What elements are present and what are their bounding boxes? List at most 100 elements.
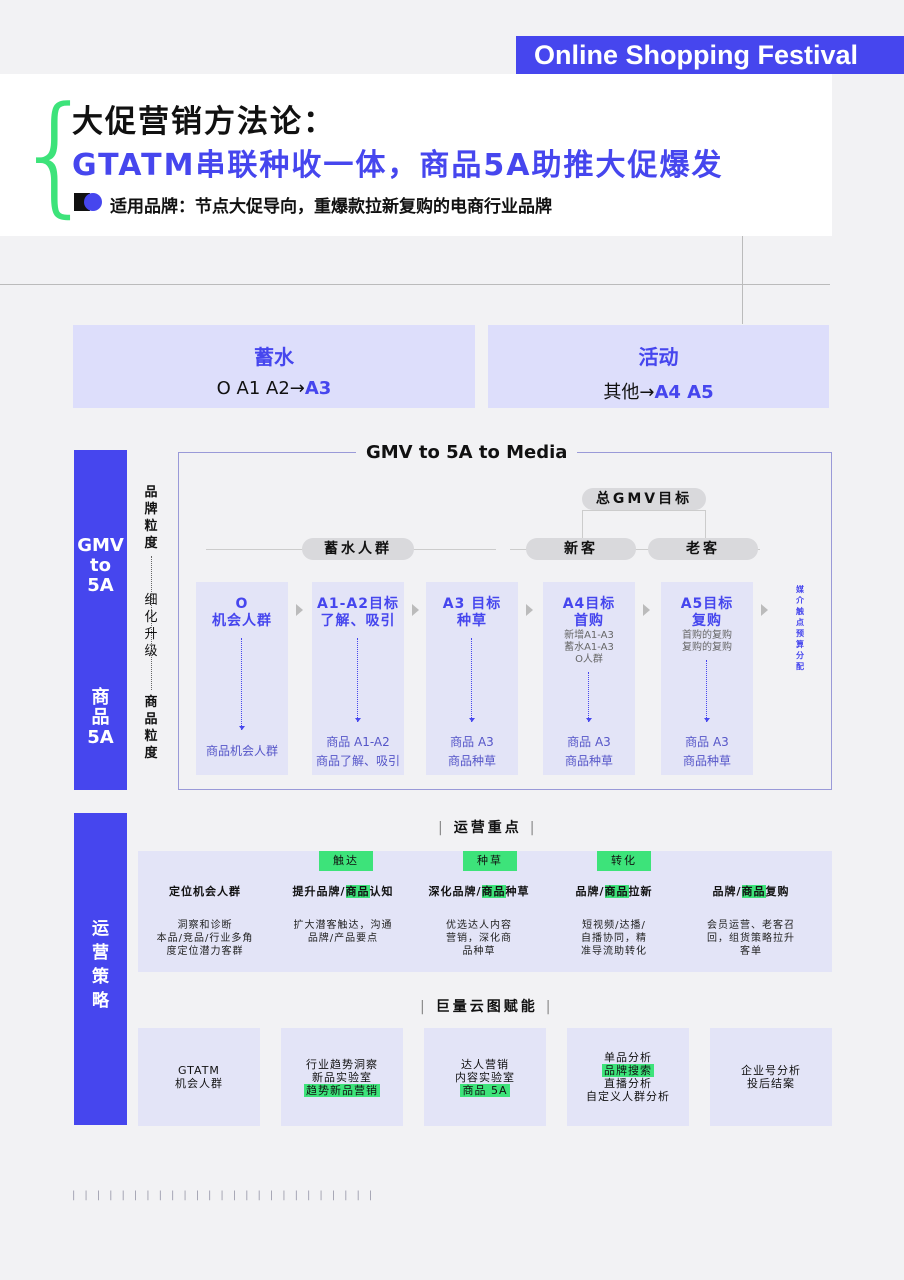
heading-text: 定位机会人群 — [169, 885, 241, 898]
stage-title: A1-A2目标 — [317, 596, 399, 612]
ops-desc: 优选达人内容营销，深化商品种草 — [410, 919, 548, 958]
page-title: 大促营销方法论： — [72, 104, 336, 140]
stage-product: 商品 A3 商品种草 — [426, 733, 518, 771]
product-line: 商品种草 — [564, 754, 613, 768]
heading-highlight: 商品 — [481, 885, 506, 898]
stage-product: 商品机会人群 — [196, 742, 288, 761]
down-arrow-icon — [704, 660, 710, 722]
group-tag: 蓄水人群 — [302, 538, 414, 560]
product-line: 商品机会人群 — [205, 744, 278, 758]
ops-item: 定位机会人群洞察和诊断本品/竞品/行业多角度定位潜力客群 — [136, 883, 274, 958]
total-gmv-tag: 总GMV目标 — [582, 488, 706, 510]
product-line: 商品种草 — [447, 754, 496, 768]
desc-line: 扩大潜客触达，沟通 — [293, 920, 393, 931]
brand-granularity: 品牌粒度 — [144, 485, 158, 551]
tool-line: 行业趋势洞察 — [306, 1057, 378, 1071]
divider — [742, 236, 743, 324]
applicable-brands: 适用品牌：节点大促导向，重爆款拉新复购的电商行业品牌 — [110, 197, 552, 217]
section-title: 巨量云图赋能 — [412, 996, 561, 1016]
phase-title: 蓄水 — [254, 345, 294, 369]
heading-text: 拉新 — [628, 885, 653, 898]
ops-item: 深化品牌/商品种草优选达人内容营销，深化商品种草 — [410, 883, 548, 958]
ops-item: 品牌/商品复购会员运营、老客召回，组货策略拉升客单 — [682, 883, 820, 958]
phase-title: 活动 — [638, 345, 679, 369]
tool-line: 直播分析 — [604, 1077, 652, 1090]
product-line: 商品 A3 — [567, 735, 611, 749]
desc-line: 品种草 — [462, 946, 496, 957]
heading-text: 认知 — [369, 885, 394, 898]
ops-heading: 品牌/商品拉新 — [545, 883, 683, 899]
dotted-arrow — [151, 556, 152, 690]
festival-banner: Online Shopping Festival — [516, 36, 904, 74]
chevron-right-icon — [761, 604, 774, 616]
desc-line: 会员运营、老客召 — [707, 920, 795, 931]
heading-text: 提升品牌/ — [292, 885, 346, 898]
stage-detail: 复购的复购 — [682, 642, 732, 653]
pill-icon — [74, 193, 104, 211]
desc-line: 短视频/达播/ — [582, 920, 646, 931]
media-budget-label: 媒介触点预算分配 — [796, 585, 804, 671]
tool-card: 单品分析品牌搜索直播分析自定义人群分析 — [567, 1028, 689, 1126]
ops-desc: 扩大潜客触达，沟通品牌/产品要点 — [274, 919, 412, 945]
desc-line: 客单 — [740, 946, 762, 957]
stage-goal: 了解、吸引 — [320, 613, 396, 629]
heading-text: 复购 — [765, 885, 790, 898]
tool-line: 机会人群 — [175, 1077, 223, 1090]
ops-heading: 提升品牌/商品认知 — [274, 883, 412, 899]
heading-highlight: 商品 — [345, 885, 370, 898]
down-arrow-icon — [469, 638, 475, 722]
product-line: 商品种草 — [682, 754, 731, 768]
product-line: 商品 A3 — [450, 735, 494, 749]
ops-panel — [138, 851, 832, 972]
desc-line: 回，组货策略拉升 — [707, 933, 795, 944]
stage-detail: 新增A1-A3 — [564, 630, 614, 641]
stage-badge: 触达 — [319, 851, 373, 871]
phase-highlight: A3 — [304, 378, 332, 399]
stage-title: O — [235, 596, 249, 612]
desc-line: 洞察和诊断 — [177, 920, 233, 931]
desc-line: 营销，深化商 — [446, 933, 512, 944]
ops-heading: 定位机会人群 — [136, 883, 274, 899]
stage-goal: 机会人群 — [212, 613, 272, 629]
tool-card: 行业趋势洞察新品实验室趋势新品营销 — [281, 1028, 403, 1126]
sidebar-label: 运营策略 — [92, 919, 109, 1011]
ops-heading: 品牌/商品复购 — [682, 883, 820, 899]
phase-stages: 其他→ — [603, 382, 655, 403]
tool-line: 达人营销 — [461, 1057, 509, 1071]
tool-line: GTATM — [178, 1064, 220, 1077]
header-panel — [0, 74, 832, 236]
desc-line: 优选达人内容 — [446, 920, 512, 931]
phase-storage: 蓄水 O A1 A2→A3 — [73, 325, 475, 408]
divider — [0, 284, 830, 285]
phase-highlight: A4 A5 — [654, 382, 714, 403]
tool-line: 企业号分析 — [741, 1064, 801, 1077]
desc-line: 本品/竞品/行业多角 — [156, 933, 254, 944]
tool-line: 单品分析 — [604, 1051, 652, 1064]
tool-highlight: 商品 5A — [460, 1083, 510, 1097]
heading-text: 品牌/ — [712, 885, 742, 898]
stage-goal: 首购 — [574, 613, 604, 629]
desc-line: 自播协同，精 — [581, 933, 647, 944]
product-line: 商品了解、吸引 — [315, 754, 400, 768]
section-title: 运营重点 — [430, 817, 545, 837]
down-arrow-icon — [355, 638, 361, 722]
stage-badge: 转化 — [597, 851, 651, 871]
refine-upgrade: 细化升级 — [144, 593, 158, 659]
phase-stages: O A1 A2→ — [216, 378, 305, 399]
phase-campaign: 活动 其他→A4 A5 — [488, 325, 829, 408]
stage-title: A4目标 — [562, 596, 616, 612]
stage-title: A3 目标 — [442, 596, 502, 612]
gmv-sidebar: GMV to 5A 商品5A — [74, 450, 127, 790]
heading-highlight: 商品 — [741, 885, 766, 898]
ops-sidebar: 运营策略 — [74, 813, 127, 1125]
down-arrow-icon — [239, 638, 245, 730]
ops-desc: 会员运营、老客召回，组货策略拉升客单 — [682, 919, 820, 958]
ops-desc: 洞察和诊断本品/竞品/行业多角度定位潜力客群 — [136, 919, 274, 958]
tool-line: 自定义人群分析 — [586, 1090, 670, 1103]
